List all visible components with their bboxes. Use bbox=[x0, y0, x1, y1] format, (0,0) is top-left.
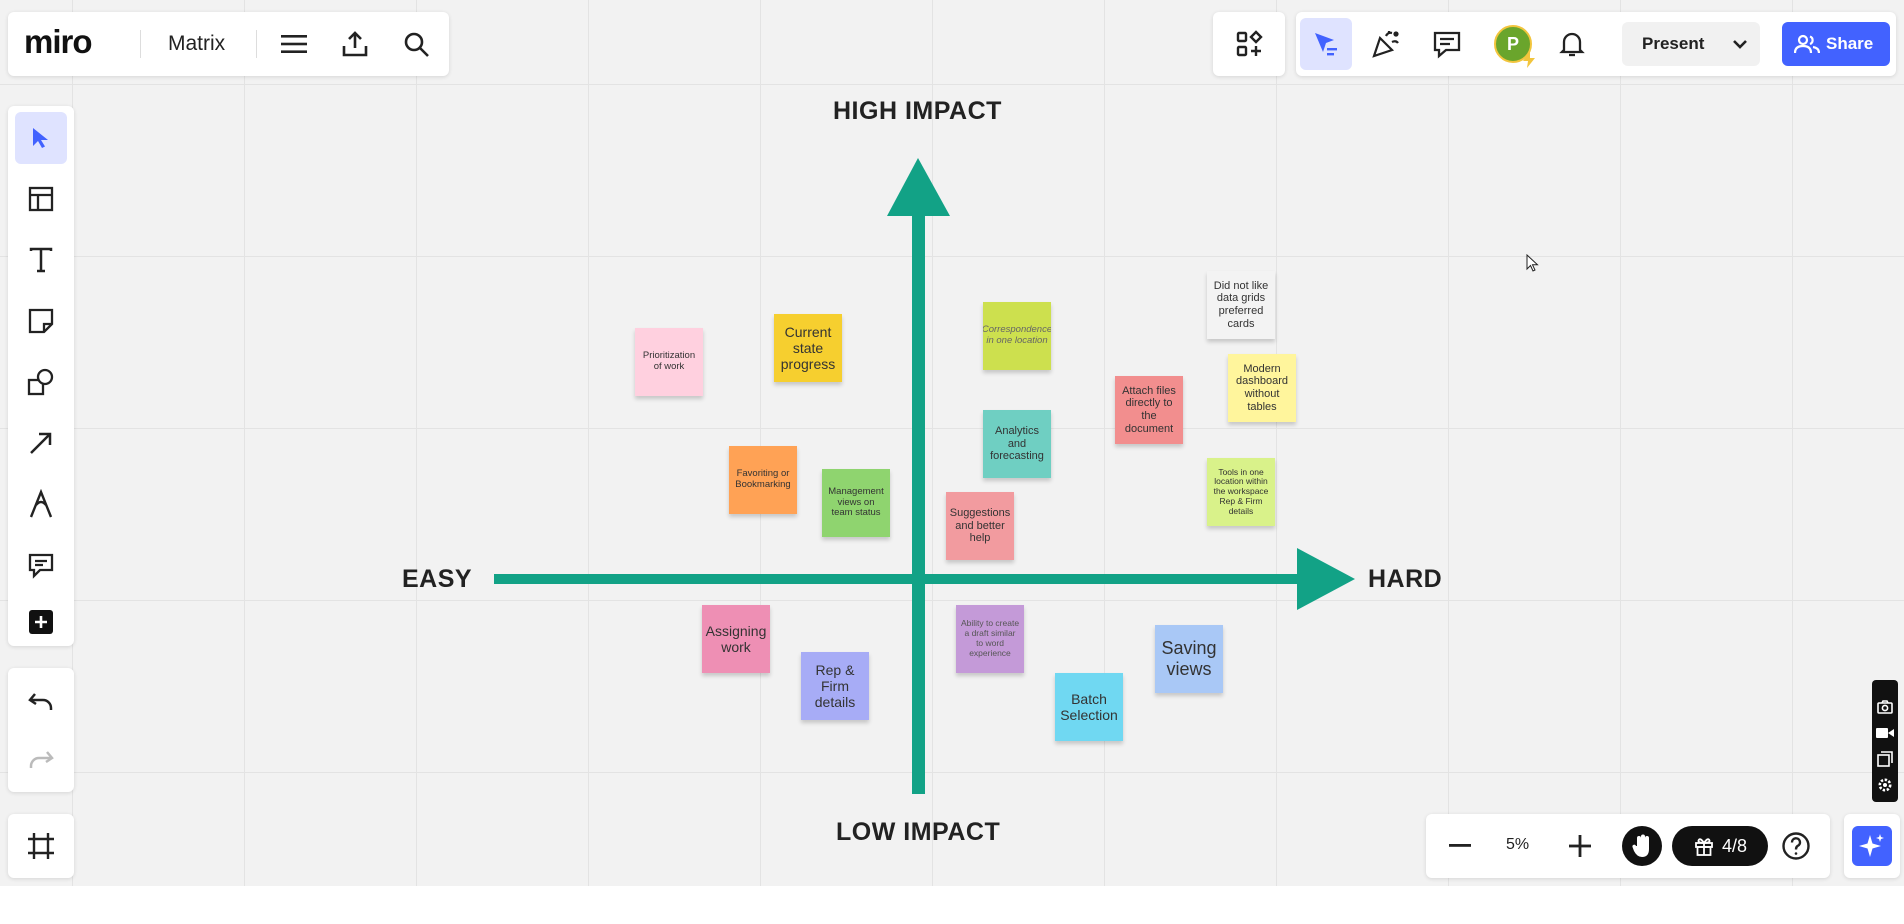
window-icon[interactable] bbox=[1876, 750, 1894, 768]
sticky-note[interactable]: Did not like data grids preferred cards bbox=[1207, 271, 1275, 339]
sticky-note[interactable]: Correspondence in one location bbox=[983, 302, 1051, 370]
zoom-level[interactable]: 5% bbox=[1506, 836, 1530, 853]
video-icon[interactable] bbox=[1876, 724, 1894, 742]
sticky-note[interactable]: Current state progress bbox=[774, 314, 842, 382]
cursor-icon bbox=[30, 126, 52, 150]
sticky-note[interactable]: Favoriting or Bookmarking bbox=[729, 446, 797, 514]
zoom-out-icon[interactable] bbox=[1446, 832, 1474, 860]
chat-icon[interactable] bbox=[1429, 26, 1465, 62]
text-icon bbox=[28, 246, 54, 274]
horizontal-axis-arrowhead bbox=[1297, 548, 1355, 610]
apps-icon[interactable] bbox=[1233, 28, 1265, 60]
undo-redo-panel bbox=[8, 668, 74, 792]
horizontal-axis-line bbox=[494, 574, 1304, 584]
camera-icon[interactable] bbox=[1876, 698, 1894, 716]
upload-icon[interactable] bbox=[339, 28, 371, 60]
sticky-note[interactable]: Management views on team status bbox=[822, 469, 890, 537]
templates-tool[interactable] bbox=[15, 173, 67, 225]
sticky-note[interactable]: Batch Selection bbox=[1055, 673, 1123, 741]
matrix-axes[interactable] bbox=[0, 0, 1904, 886]
share-label: Share bbox=[1826, 34, 1874, 53]
hand-icon[interactable] bbox=[1622, 826, 1662, 866]
divider bbox=[256, 30, 257, 58]
apps-panel bbox=[1213, 12, 1285, 76]
frames-panel bbox=[8, 814, 74, 878]
board-canvas[interactable]: HIGH IMPACT LOW IMPACT EASY HARD Priorit… bbox=[0, 0, 1904, 886]
miro-logo[interactable]: miro bbox=[24, 23, 93, 60]
add-icon bbox=[29, 610, 53, 634]
zoom-in-icon[interactable] bbox=[1566, 832, 1594, 860]
high-impact-label: HIGH IMPACT bbox=[833, 97, 1002, 125]
gift-icon bbox=[1694, 836, 1714, 856]
frames-button[interactable] bbox=[15, 820, 67, 872]
celebrate-icon[interactable] bbox=[1368, 26, 1404, 62]
sticky-note[interactable]: Saving views bbox=[1155, 625, 1223, 693]
settings-gear-icon[interactable] bbox=[1876, 776, 1894, 794]
present-label: Present bbox=[1642, 34, 1705, 53]
avatar-initial: P bbox=[1506, 33, 1519, 54]
present-button[interactable]: Present bbox=[1622, 22, 1760, 66]
sticky-note[interactable]: Attach files directly to the document bbox=[1115, 376, 1183, 444]
ai-assistant-panel bbox=[1844, 814, 1900, 878]
chevron-down-icon[interactable] bbox=[1730, 34, 1750, 54]
menu-icon[interactable] bbox=[278, 28, 310, 60]
pen-icon bbox=[27, 489, 55, 519]
sticky-note[interactable]: Assigning work bbox=[702, 605, 770, 673]
ai-sparkle-icon[interactable] bbox=[1852, 826, 1892, 866]
avatar[interactable]: P bbox=[1494, 25, 1532, 63]
share-button[interactable]: Share bbox=[1782, 22, 1890, 66]
easy-label: EASY bbox=[402, 565, 473, 593]
help-icon[interactable] bbox=[1780, 830, 1812, 862]
comment-icon bbox=[27, 551, 55, 579]
undo-button[interactable] bbox=[15, 676, 67, 728]
sticky-note[interactable]: Rep & Firm details bbox=[801, 652, 869, 720]
board-title[interactable]: Matrix bbox=[168, 32, 226, 55]
vertical-axis-arrowhead bbox=[887, 158, 950, 216]
sticky-note[interactable]: Modern dashboard without tables bbox=[1228, 354, 1296, 422]
mouse-pointer-icon bbox=[1526, 254, 1539, 272]
sticky-note[interactable]: Ability to create a draft similar to wor… bbox=[956, 605, 1024, 673]
vertical-axis-line bbox=[912, 210, 925, 794]
frame-icon bbox=[26, 831, 56, 861]
gift-progress-label: 4/8 bbox=[1722, 836, 1748, 856]
sticky-note[interactable]: Tools in one location within the workspa… bbox=[1207, 458, 1275, 526]
redo-icon bbox=[27, 748, 55, 772]
sticky-note[interactable]: Analytics and forecasting bbox=[983, 410, 1051, 478]
sticky-note-tool[interactable] bbox=[15, 295, 67, 347]
board-header-panel: miro Matrix bbox=[8, 12, 449, 76]
arrow-line-icon bbox=[27, 429, 55, 457]
lightning-badge-icon bbox=[1522, 52, 1536, 68]
shapes-icon bbox=[26, 367, 56, 397]
gift-progress-button[interactable]: 4/8 bbox=[1672, 826, 1768, 866]
collaboration-panel: P Present Share bbox=[1296, 12, 1896, 76]
divider bbox=[140, 30, 141, 58]
select-tool[interactable] bbox=[15, 112, 67, 164]
bell-icon[interactable] bbox=[1554, 26, 1590, 62]
sticky-note-icon bbox=[27, 307, 55, 335]
comment-tool[interactable] bbox=[15, 539, 67, 591]
sticky-note[interactable]: Suggestions and better help bbox=[946, 492, 1014, 560]
search-icon[interactable] bbox=[400, 28, 432, 60]
cursor-follow-icon bbox=[1312, 30, 1340, 58]
pen-tool[interactable] bbox=[15, 478, 67, 530]
cursor-follow-button[interactable] bbox=[1300, 18, 1352, 70]
templates-icon bbox=[27, 185, 55, 213]
left-toolbar bbox=[8, 106, 74, 646]
low-impact-label: LOW IMPACT bbox=[836, 818, 1001, 846]
sticky-note[interactable]: Prioritization of work bbox=[635, 328, 703, 396]
text-tool[interactable] bbox=[15, 234, 67, 286]
share-people-icon bbox=[1794, 33, 1820, 55]
more-tools-button[interactable] bbox=[15, 596, 67, 648]
hard-label: HARD bbox=[1368, 565, 1443, 593]
undo-icon bbox=[27, 690, 55, 714]
recording-widget bbox=[1872, 680, 1898, 802]
zoom-panel: 5% 4/8 bbox=[1426, 814, 1830, 878]
shapes-tool[interactable] bbox=[15, 356, 67, 408]
redo-button[interactable] bbox=[15, 734, 67, 786]
arrow-line-tool[interactable] bbox=[15, 417, 67, 469]
